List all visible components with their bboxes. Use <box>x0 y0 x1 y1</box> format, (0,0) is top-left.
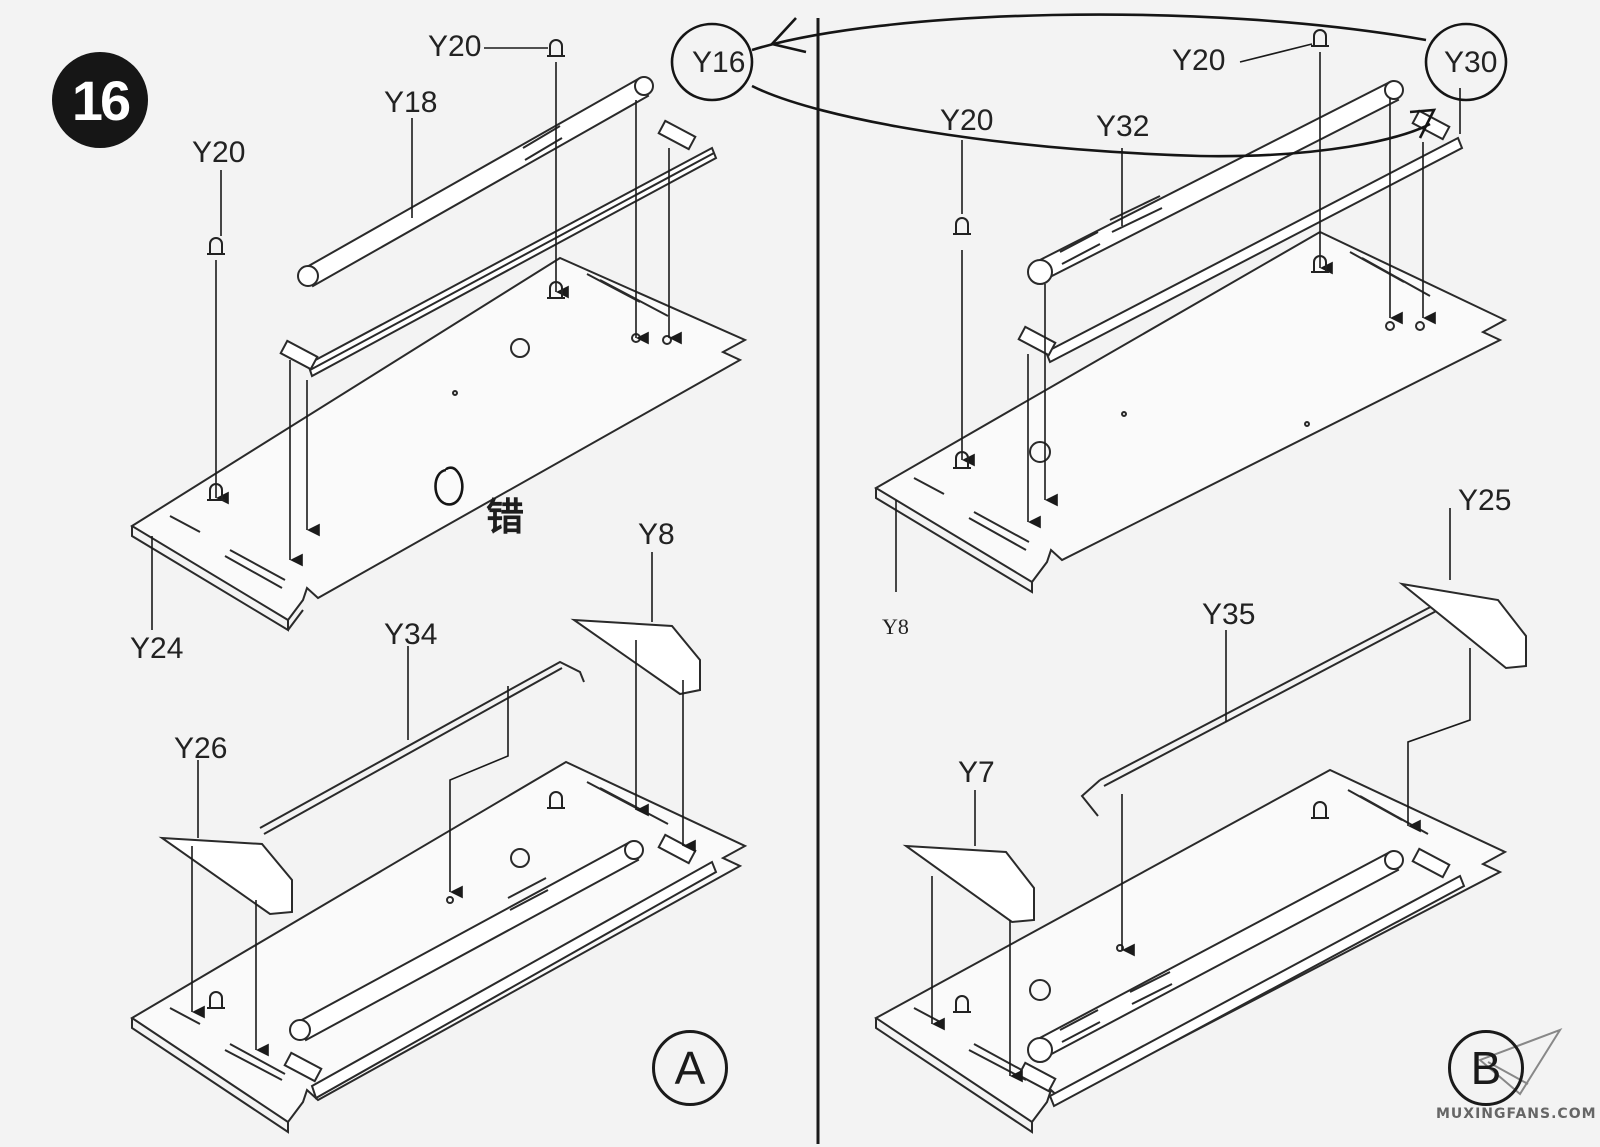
handwritten-error-note: 错 <box>486 495 525 539</box>
base-plate-y8 <box>874 230 1508 584</box>
plate-y8 <box>570 618 701 696</box>
base-plate-lower-b <box>874 768 1508 1124</box>
part-label-y8: Y8 <box>638 518 675 551</box>
arrow-mark <box>769 17 807 54</box>
part-label-y7: Y7 <box>958 756 995 789</box>
part-label-y20: Y20 <box>192 136 246 169</box>
plate-y7 <box>902 844 1035 924</box>
panel-b-top-arrows <box>895 43 1461 592</box>
step-number-badge: 16 <box>52 52 148 148</box>
variant-a-marker: A <box>652 1030 728 1106</box>
part-label-y18: Y18 <box>384 86 438 119</box>
part-label-y8: Y8 <box>882 614 909 639</box>
rod-y35 <box>1099 601 1443 787</box>
panel-b-bottom-assembly <box>874 582 1527 1134</box>
part-label-y24: Y24 <box>130 632 184 665</box>
part-label-y34: Y34 <box>384 618 438 651</box>
circle-mark-y16 <box>670 22 754 102</box>
panel-a-top-assembly <box>130 76 748 632</box>
variant-b-marker: B <box>1448 1030 1524 1106</box>
watermark-text: MUXINGFANS.COM <box>1436 1106 1597 1122</box>
panel-b-bottom-arrows <box>931 508 1471 1083</box>
part-label-y20: Y20 <box>1172 44 1226 77</box>
part-label-y16: Y16 <box>692 46 746 79</box>
loop-connecting-y16-y30 <box>751 13 1431 158</box>
panel-a-top-arrows <box>151 47 682 630</box>
part-label-y26: Y26 <box>174 732 228 765</box>
part-label-y20: Y20 <box>428 30 482 63</box>
part-label-y35: Y35 <box>1202 598 1256 631</box>
plate-y25 <box>1398 582 1527 670</box>
part-label-y25: Y25 <box>1458 484 1512 517</box>
circle-mark-hole <box>434 466 464 506</box>
part-label-y20: Y20 <box>940 104 994 137</box>
base-plate-lower-a <box>130 760 748 1124</box>
panel-a-bottom-assembly <box>130 618 748 1134</box>
roller-y18 <box>303 76 650 288</box>
handwritten-annotations <box>434 13 1508 506</box>
plate-y26 <box>158 836 293 916</box>
part-label-y32: Y32 <box>1096 110 1150 143</box>
circle-mark-y30 <box>1424 22 1508 102</box>
part-label-y30: Y30 <box>1444 46 1498 79</box>
rod-y34 <box>259 660 585 829</box>
panel-a-bottom-arrows <box>191 552 696 1057</box>
base-plate-y24 <box>130 256 748 622</box>
panel-b-top-assembly <box>874 80 1508 594</box>
